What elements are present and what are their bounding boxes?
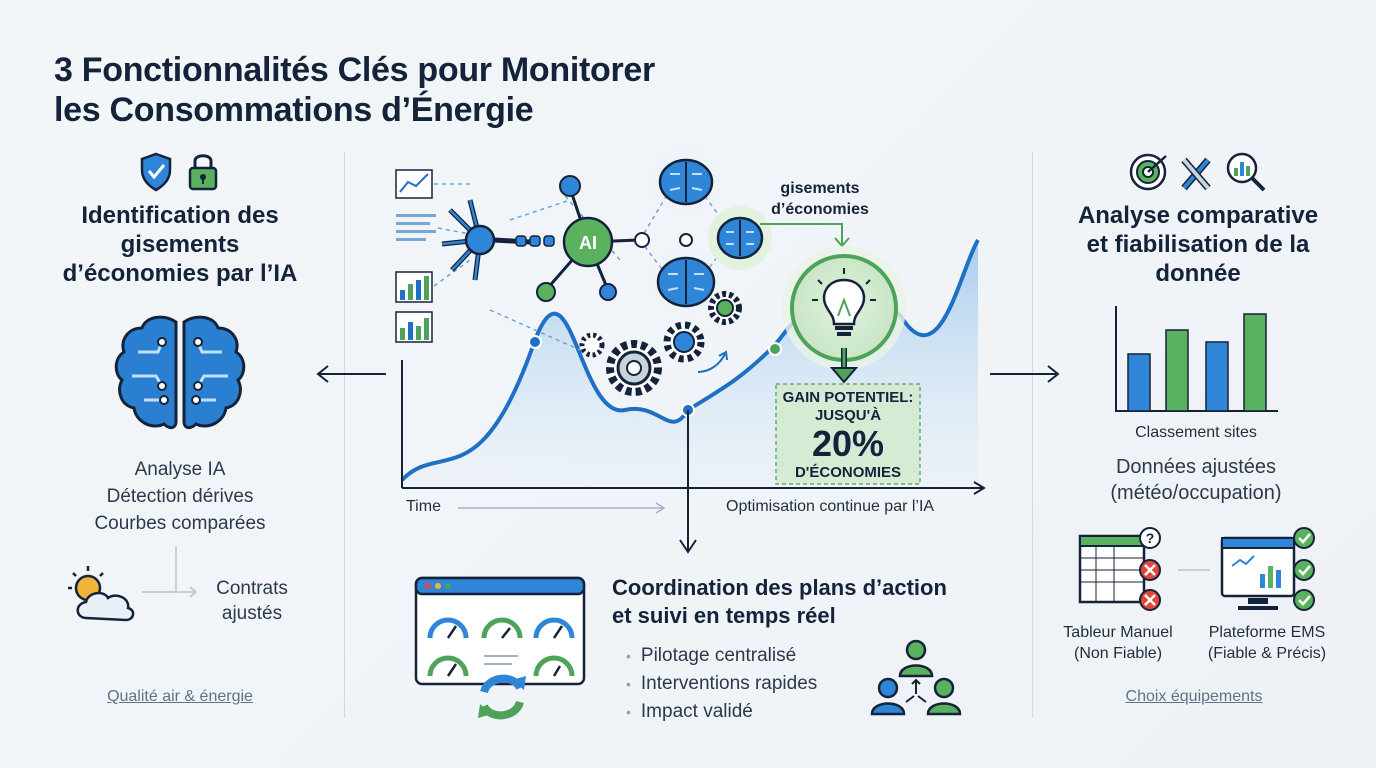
spreadsheet-icon: ?	[1078, 527, 1161, 611]
neuron-icon	[441, 199, 555, 281]
analysis-icons	[1129, 152, 1266, 192]
gain-line3: D'ÉCONOMIES	[795, 464, 901, 481]
optimisation-label: Optimisation continue par l’IA	[726, 498, 935, 515]
brain-network-icons	[650, 146, 772, 316]
security-icons	[140, 152, 218, 192]
lock-icon	[188, 154, 218, 191]
gain-box	[775, 383, 921, 485]
page-title-line2: les Consommations d’Énergie	[54, 91, 534, 129]
weather-connector	[68, 546, 198, 622]
ems-line1: Plateforme EMS	[1208, 624, 1326, 641]
classement-label: Classement sites	[1135, 424, 1257, 441]
curve-point-1	[528, 335, 542, 349]
left-divider	[344, 152, 345, 718]
action-bullets: Pilotage centralisé Interventions rapide…	[626, 642, 817, 726]
tools-icon	[1181, 157, 1211, 191]
ems-line2: (Fiable & Précis)	[1207, 645, 1327, 662]
shield-icon	[140, 152, 172, 192]
bullet-pilotage: Pilotage centralisé	[626, 642, 817, 670]
ai-label: AI	[579, 233, 597, 253]
link-choix-equipements[interactable]: Choix équipements	[1125, 688, 1263, 705]
site-ranking-chart	[1115, 306, 1278, 412]
left-heading-line1: Identification des	[81, 202, 279, 229]
svg-text:?: ?	[1146, 530, 1155, 546]
gears-icon	[579, 291, 742, 396]
left-heading-line2: gisements	[120, 231, 240, 258]
ranking-bar-2	[1165, 329, 1189, 412]
contracts-label: Contrats ajustés	[192, 576, 312, 626]
bullet-impact: Impact validé	[626, 698, 817, 726]
page-title-line1: 3 Fonctionnalités Clés pour Monitorer	[54, 51, 655, 89]
gain-line2: JUSQU'À	[815, 407, 881, 424]
brain-icon	[114, 315, 246, 430]
mini-chart-icons	[395, 169, 436, 343]
lightbulb-icon	[782, 246, 906, 384]
ranking-bar-1	[1127, 353, 1151, 412]
dashboard-icon	[414, 576, 586, 720]
left-heading: Identification des gisements d’économies…	[40, 201, 320, 288]
feature-courbes-comparees: Courbes comparées	[94, 513, 266, 534]
gisements-callout: gisements d’économies	[760, 178, 880, 220]
target-icon	[1129, 153, 1167, 191]
contracts-line1: Contrats	[216, 578, 288, 599]
down-arrow-icon	[679, 539, 697, 554]
curve-point-3	[768, 342, 782, 356]
team-icon	[870, 639, 962, 716]
ems-label: Plateforme EMS (Fiable & Précis)	[1192, 622, 1342, 664]
tableur-line2: (Non Fiable)	[1073, 645, 1163, 662]
ranking-bar-3	[1205, 341, 1229, 412]
ai-optimisation-diagram: AI	[395, 146, 986, 554]
tableur-label: Tableur Manuel (Non Fiable)	[1048, 622, 1188, 664]
left-heading-line3: d’économies par l’IA	[62, 260, 298, 287]
right-heading-line1: Analyse comparative	[1077, 202, 1319, 229]
adjusted-line1: Données ajustées	[1115, 456, 1277, 478]
tableur-line1: Tableur Manuel	[1063, 624, 1173, 641]
left-features: Analyse IA Détection dérives Courbes com…	[40, 456, 320, 537]
feature-detection-derives: Détection dérives	[106, 486, 254, 507]
gisements-callout-line2: d’économies	[771, 201, 869, 218]
bullet-interventions: Interventions rapides	[626, 670, 817, 698]
left-arrow-icon	[316, 365, 386, 383]
sun-cloud-icon	[68, 566, 135, 622]
magnifier-chart-icon	[1226, 152, 1266, 192]
right-arrow-icon	[990, 365, 1060, 383]
bottom-heading-line1: Coordination des plans d’action	[612, 575, 947, 600]
feature-analyse-ia: Analyse IA	[134, 459, 226, 480]
right-divider	[1032, 152, 1033, 718]
refresh-icon	[478, 674, 526, 720]
bottom-heading: Coordination des plans d’action et suivi…	[612, 574, 992, 630]
ai-node-icon: AI	[536, 175, 650, 302]
time-label: Time	[406, 498, 441, 515]
right-heading-line3: donnée	[1155, 260, 1241, 287]
data-quality-comparison: ?	[1078, 527, 1315, 611]
ranking-bar-4	[1243, 313, 1267, 412]
gain-line1: GAIN POTENTIEL:	[783, 389, 914, 406]
page-title: 3 Fonctionnalités Clés pour Monitorer le…	[54, 50, 774, 130]
right-heading-line2: et fiabilisation de la	[1086, 231, 1310, 258]
ems-monitor-icon	[1220, 527, 1315, 611]
gisements-callout-line1: gisements	[780, 180, 860, 197]
bottom-heading-line2: et suivi en temps réel	[612, 603, 836, 628]
right-heading: Analyse comparative et fiabilisation de …	[1048, 201, 1348, 288]
contracts-line2: ajustés	[221, 603, 283, 624]
adjusted-data: Données ajustées (météo/occupation)	[1060, 454, 1332, 506]
adjusted-line2: (météo/occupation)	[1110, 482, 1282, 504]
gain-value: 20%	[812, 423, 884, 464]
link-qualite-air[interactable]: Qualité air & énergie	[107, 688, 253, 705]
